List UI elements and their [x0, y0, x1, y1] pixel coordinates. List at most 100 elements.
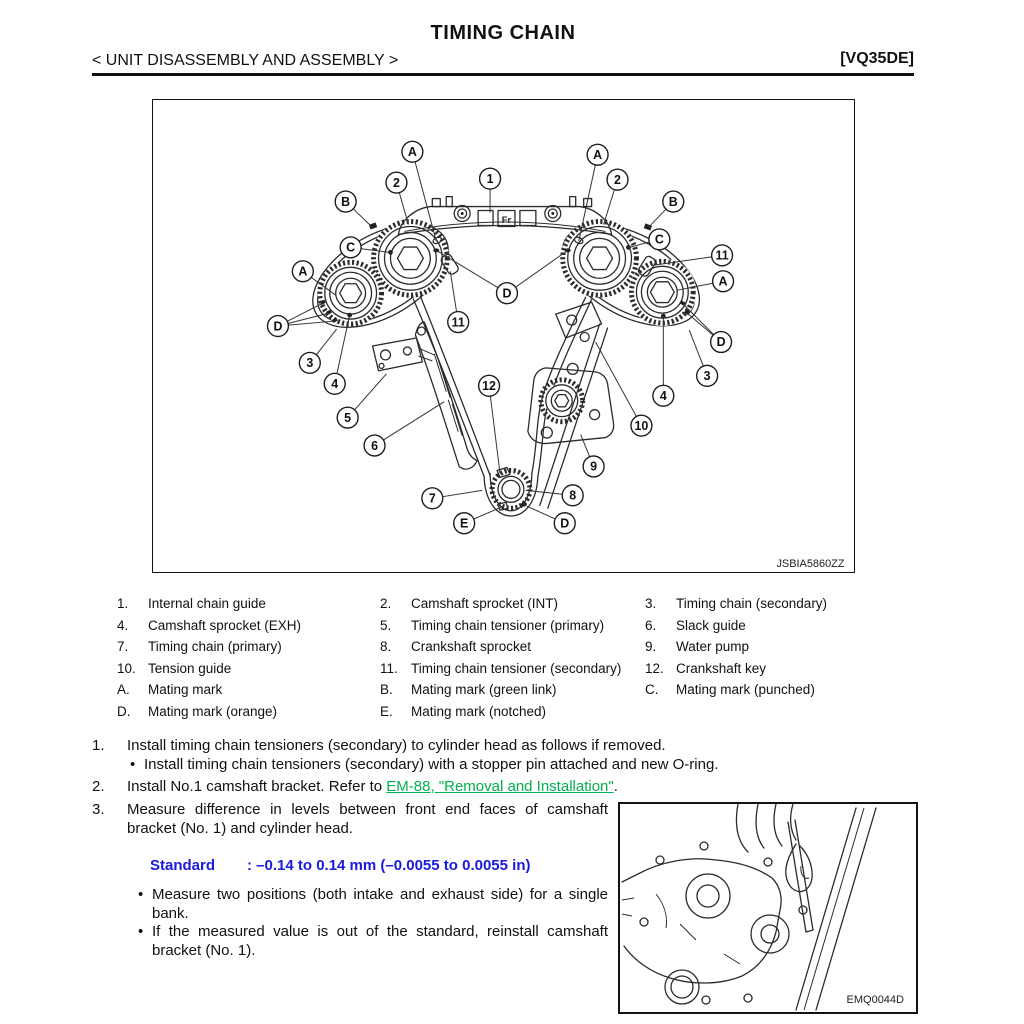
standard-value: : –0.14 to 0.14 mm (–0.0055 to 0.0055 in… — [247, 857, 531, 874]
legend-item-number: 3. — [645, 596, 657, 611]
orange-mark-crank — [520, 502, 527, 507]
callout-D — [709, 330, 733, 354]
step-number: 3. — [92, 801, 105, 818]
bullet-text: Install timing chain tensioners (seconda… — [144, 756, 719, 773]
callout-leader — [411, 151, 437, 242]
bullet-glyph: • — [138, 923, 144, 940]
callout-label: B — [669, 195, 678, 209]
callout-C — [648, 228, 671, 251]
camshaft-sprocket-int-right — [560, 218, 639, 298]
callout-leader — [595, 341, 642, 426]
callout-label: 12 — [482, 379, 496, 393]
step-number: 1. — [92, 737, 105, 754]
step-1: 1. Install timing chain tensioners (seco… — [92, 736, 914, 755]
legend-item-number: E. — [380, 703, 393, 719]
standard-label: Standard — [150, 857, 216, 874]
callout-label: 2 — [614, 173, 621, 187]
measurement-drawing: EMQ0044D — [621, 804, 904, 1011]
camshaft-sprocket-int-left — [371, 218, 450, 298]
legend-item-number: 12. — [645, 660, 664, 676]
callout-9 — [582, 455, 605, 478]
water-pump — [527, 362, 615, 445]
legend-item-number: A. — [117, 682, 130, 697]
legend-item-label: Water pump — [676, 639, 750, 654]
callout-4 — [652, 384, 675, 407]
callout-A — [711, 270, 735, 293]
callout-D — [266, 314, 290, 338]
legend-item-number: 2. — [380, 596, 392, 611]
standard-spec: Standard : –0.14 to 0.14 mm (–0.0055 to 0… — [150, 857, 530, 874]
step-text-before-link: Install No.1 camshaft bracket. Refer to — [127, 778, 387, 795]
bullet-glyph: • — [138, 886, 144, 903]
fr-direction-label: Fr — [502, 215, 512, 226]
callout-5 — [336, 406, 359, 429]
callout-label: B — [341, 195, 350, 209]
callout-A — [401, 140, 424, 163]
legend-item-label: Mating mark (green link) — [411, 682, 557, 697]
chain-tensioner-secondary-right — [637, 255, 656, 277]
step-1-bullet: • Install timing chain tensioners (secon… — [130, 755, 920, 774]
bullet-glyph: • — [130, 756, 136, 773]
legend-item-number: 6. — [645, 617, 657, 633]
legend-item-label: Crankshaft key — [676, 660, 767, 676]
callout-leader — [578, 154, 599, 242]
note-2: • If the measured value is out of the st… — [138, 923, 608, 960]
callout-label: 11 — [715, 249, 728, 263]
note-text: Measure two positions (both intake and e… — [152, 886, 608, 922]
callout-leader — [653, 254, 723, 266]
callout-10 — [630, 414, 653, 437]
callout-label: 3 — [306, 356, 313, 370]
legend-item-number: 7. — [117, 639, 129, 654]
internal-chain-guide: Fr — [397, 195, 613, 236]
callout-4 — [323, 372, 346, 395]
legend-item-number: 4. — [117, 617, 129, 633]
callout-label: 3 — [704, 369, 711, 383]
callout-C — [339, 236, 362, 259]
legend-item-label: Timing chain tensioner (primary) — [411, 617, 605, 633]
legend-item-number: 10. — [117, 660, 136, 676]
callout-label: 4 — [331, 377, 338, 391]
step-text: Install No.1 camshaft bracket. Refer to … — [127, 777, 914, 796]
callout-E — [453, 512, 476, 535]
legend-item-label: Timing chain (primary) — [148, 639, 282, 654]
crankshaft-key — [496, 466, 511, 479]
callout-label: D — [502, 286, 511, 300]
callout-2 — [606, 168, 629, 191]
callout-label: D — [717, 335, 726, 349]
callout-label: C — [655, 233, 664, 247]
callout-A — [586, 143, 609, 166]
legend-item-label: Mating mark (punched) — [676, 682, 815, 697]
straightedge — [795, 807, 877, 1011]
legend-item-label: Mating mark — [148, 682, 223, 697]
legend-item-label: Slack guide — [676, 617, 746, 633]
engine-front-sketch — [621, 841, 790, 1005]
callout-label: 2 — [393, 176, 400, 190]
legend-item-number: D. — [117, 703, 131, 719]
camshaft-sprocket-exh-left — [317, 259, 385, 327]
callout-label: 5 — [344, 411, 351, 425]
legend-item-number: 8. — [380, 639, 392, 654]
step-text-after-link: . — [613, 778, 618, 795]
step-2: 2. Install No.1 camshaft bracket. Refer … — [92, 777, 914, 796]
callout-8 — [561, 484, 584, 507]
em-88-link[interactable]: EM-88, "Removal and Installation" — [386, 778, 614, 795]
callout-6 — [363, 434, 386, 457]
callout-label: A — [408, 145, 417, 159]
callout-11 — [710, 244, 734, 267]
legend-item-number: B. — [380, 682, 393, 697]
callout-label: 10 — [634, 419, 648, 433]
legend-item-label: Mating mark (notched) — [411, 703, 547, 719]
callout-D — [495, 282, 519, 305]
callout-label: A — [298, 265, 307, 279]
callout-12 — [477, 374, 501, 397]
note-text: If the measured value is out of the stan… — [152, 923, 608, 959]
callout-label: 11 — [452, 315, 465, 329]
callout-A — [291, 260, 315, 283]
callout-leader — [506, 249, 569, 294]
tension-guide — [539, 301, 609, 509]
callout-label: D — [273, 319, 282, 333]
step-text: Measure difference in levels between fro… — [127, 801, 608, 837]
chain-tensioner-primary — [371, 337, 435, 372]
